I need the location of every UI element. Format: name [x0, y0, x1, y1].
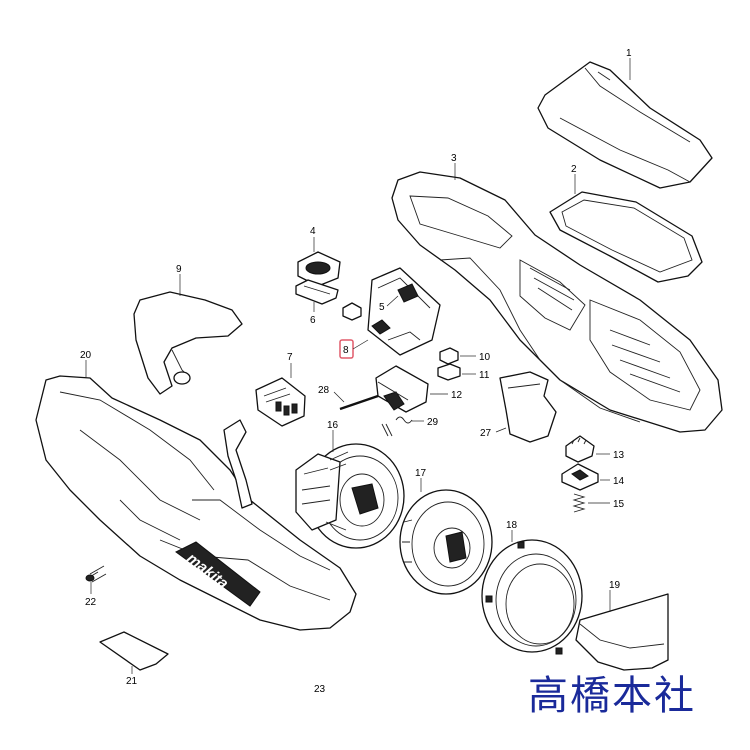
label-18: 18	[506, 520, 518, 531]
part-9-handle-cover[interactable]	[133, 291, 243, 395]
part-20-left-housing[interactable]	[35, 375, 357, 631]
part-8-controller-board[interactable]	[367, 267, 441, 356]
label-11: 11	[479, 370, 490, 381]
part-small-block[interactable]	[342, 302, 362, 321]
part-1-cover[interactable]	[537, 61, 713, 189]
label-10: 10	[479, 352, 491, 363]
label-2: 2	[571, 164, 577, 175]
part-7-battery-terminal[interactable]	[255, 377, 306, 427]
part-17-filter[interactable]	[399, 489, 493, 595]
label-22: 22	[85, 597, 97, 608]
part-11-terminal[interactable]	[437, 363, 461, 381]
part-18-filter-ring[interactable]	[481, 539, 583, 655]
part-28-pin[interactable]	[339, 394, 379, 411]
watermark-stamp: 高橋本社	[528, 673, 696, 719]
label-4: 4	[310, 226, 316, 237]
part-19-filter-sheet[interactable]	[575, 593, 669, 671]
part-10-terminal[interactable]	[439, 347, 459, 365]
label-3: 3	[451, 153, 457, 164]
part-2-gasket[interactable]	[549, 191, 703, 283]
part-13-latch[interactable]	[565, 435, 595, 463]
label-14: 14	[613, 476, 625, 487]
label-13: 13	[613, 450, 625, 461]
label-7: 7	[287, 352, 293, 363]
part-14-latch-plate[interactable]	[561, 463, 599, 491]
label-15: 15	[613, 499, 625, 510]
label-17: 17	[415, 468, 427, 479]
part-16-motor[interactable]	[295, 443, 405, 549]
label-5: 5	[379, 302, 385, 313]
part-6-switch-plate[interactable]	[295, 279, 339, 305]
label-9: 9	[176, 264, 182, 275]
part-22-screw[interactable]	[85, 565, 107, 583]
label-27: 27	[480, 428, 492, 439]
label-8: 8	[343, 345, 349, 356]
label-6: 6	[310, 315, 316, 326]
label-20: 20	[80, 350, 92, 361]
part-12-switch-unit[interactable]	[375, 365, 429, 413]
label-21: 21	[126, 676, 138, 687]
part-4-switch-button[interactable]	[297, 251, 341, 287]
part-27-prefilter[interactable]	[499, 371, 557, 443]
label-19: 19	[609, 580, 621, 591]
label-1: 1	[626, 48, 632, 59]
part-21-label[interactable]	[99, 631, 169, 671]
label-16: 16	[327, 420, 339, 431]
label-12: 12	[451, 390, 463, 401]
part-3-main-housing[interactable]	[391, 171, 723, 433]
part-clip[interactable]	[223, 419, 253, 509]
label-23: 23	[314, 684, 326, 695]
part-15-spring[interactable]	[572, 493, 586, 513]
part-29-spring[interactable]	[381, 416, 413, 437]
label-28: 28	[318, 385, 330, 396]
label-29: 29	[427, 417, 439, 428]
